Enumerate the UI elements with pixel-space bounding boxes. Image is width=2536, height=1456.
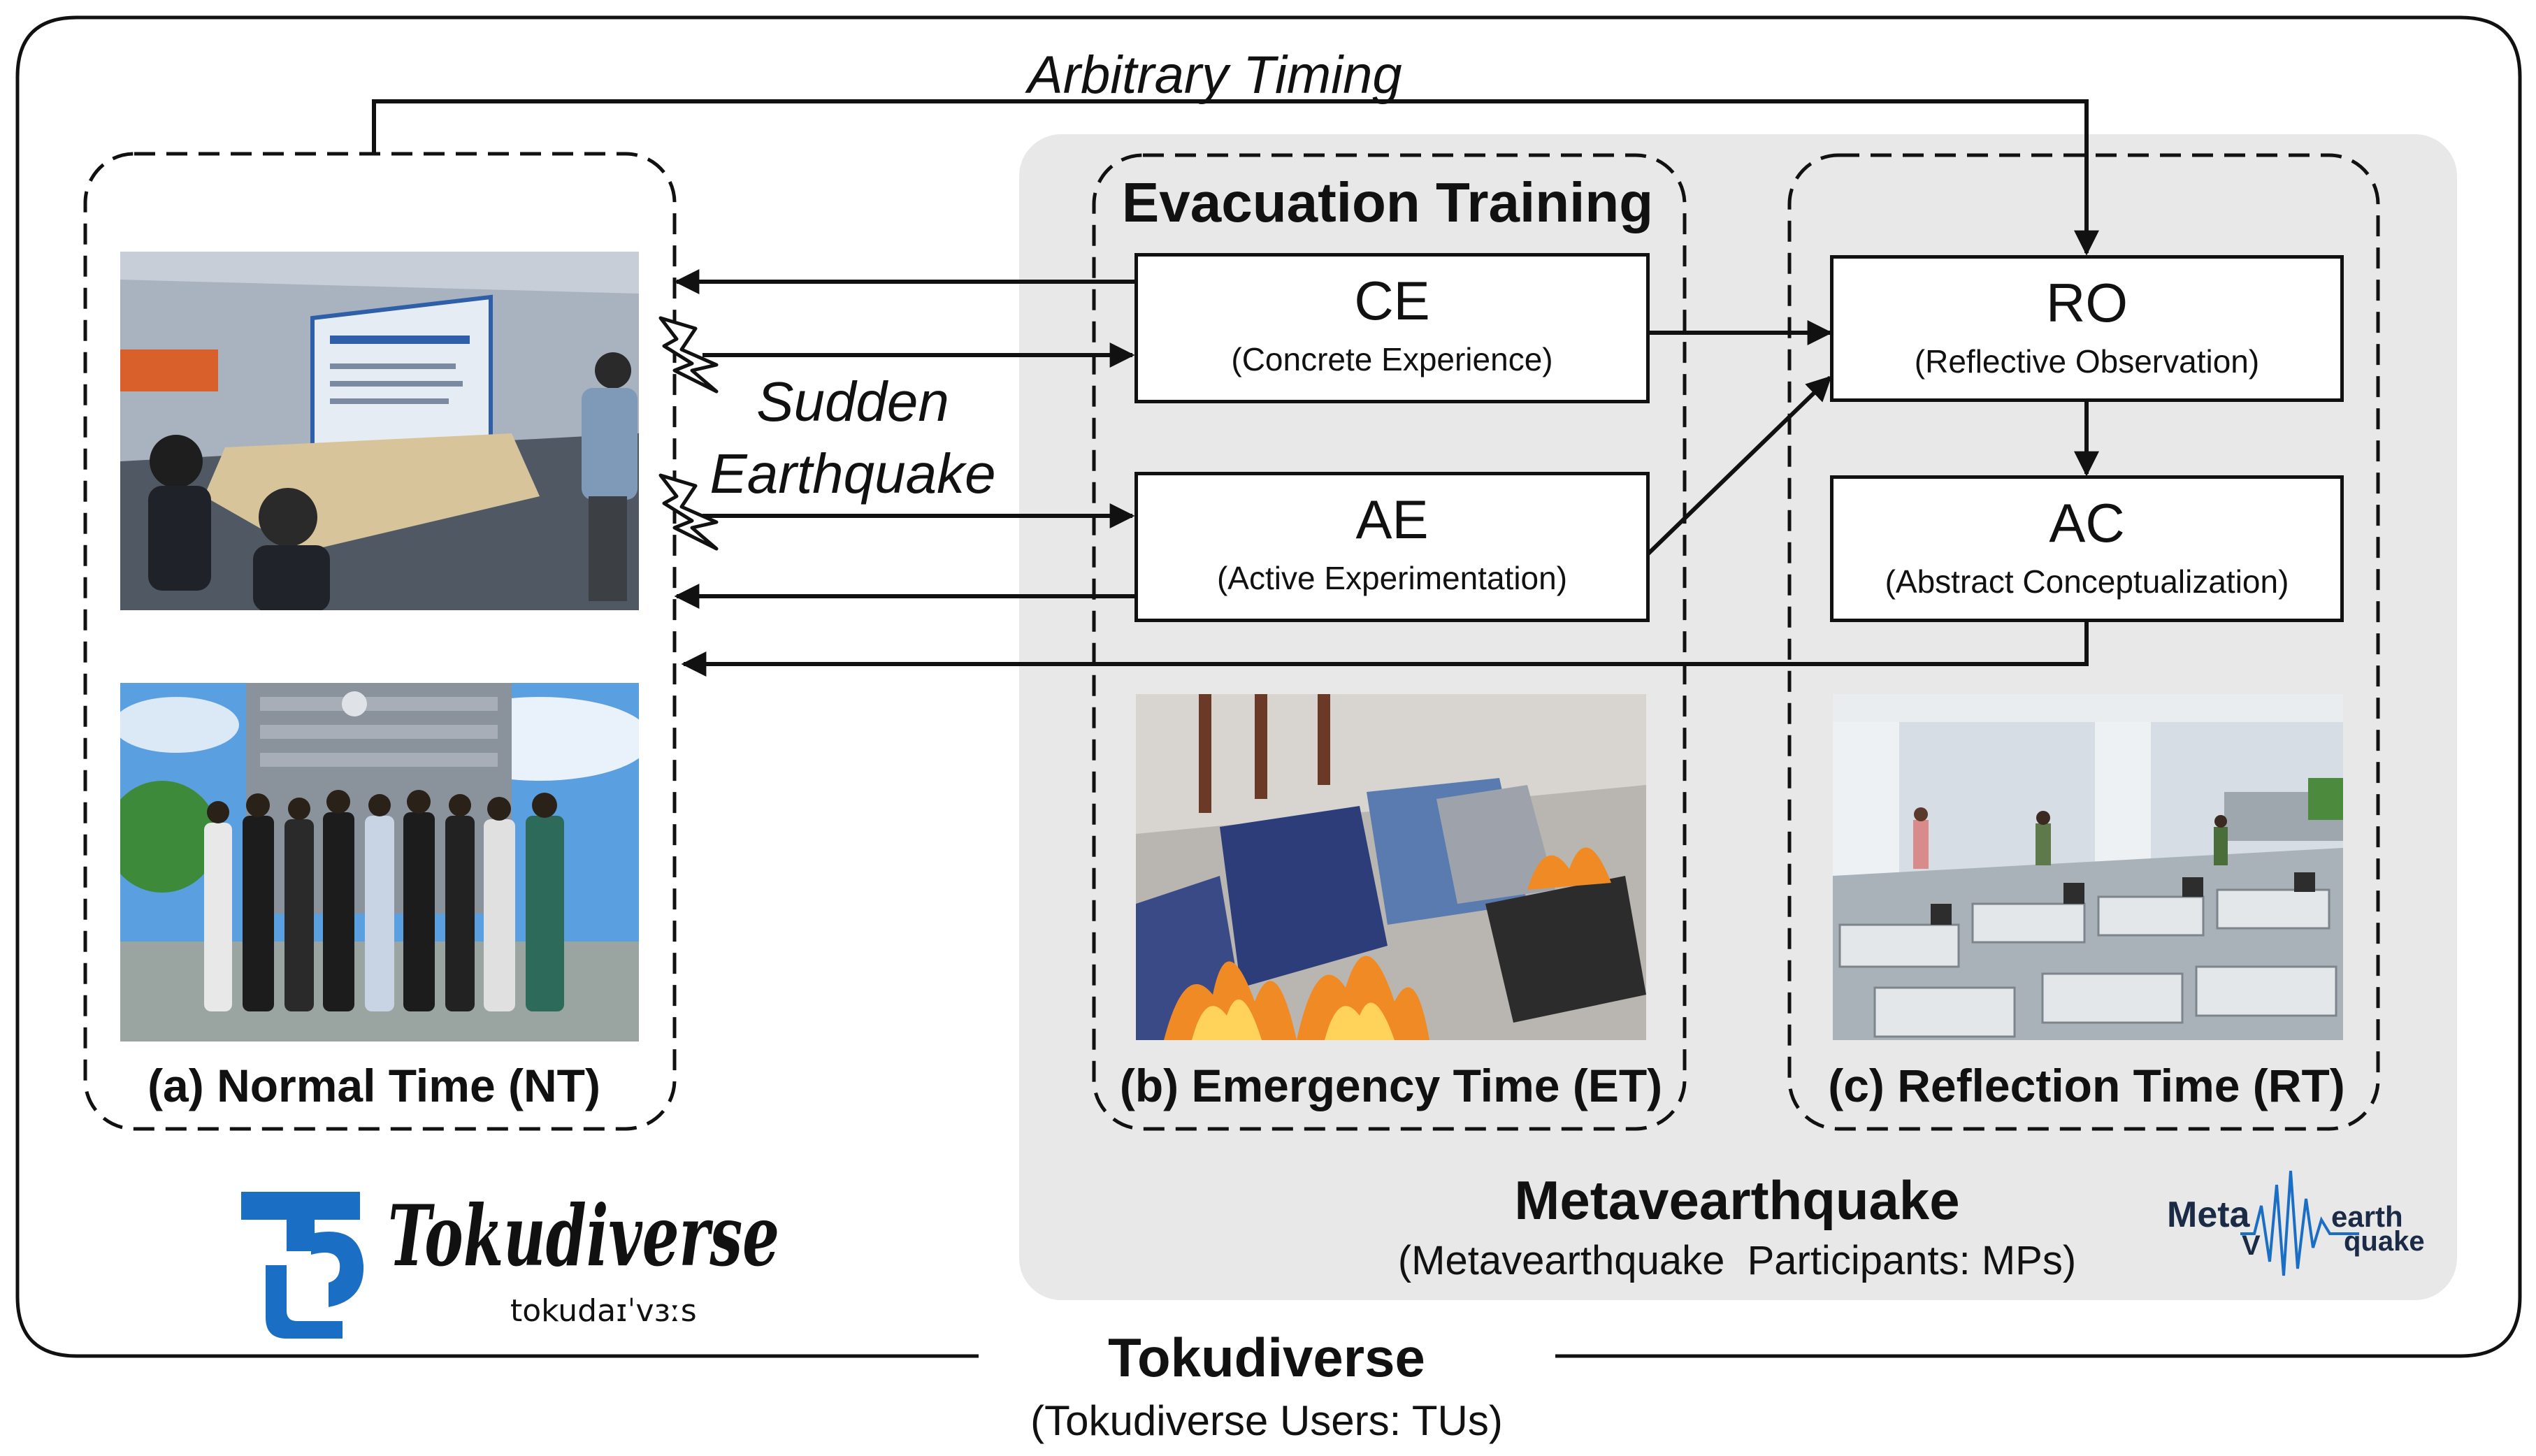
ro-full: (Reflective Observation) (1914, 343, 2260, 380)
logo-earth-word: earth (2331, 1200, 2403, 1233)
logo-quake-word: quake (2344, 1226, 2425, 1257)
evacuation-training-title: Evacuation Training (1121, 171, 1654, 233)
ac-box: AC (Abstract Conceptualization) (1830, 475, 2344, 622)
arrow-ae-to-ro (1644, 375, 1832, 558)
logo-meta-word: Meta (2167, 1195, 2251, 1235)
nt-classroom-image (120, 252, 639, 610)
ac-full: (Abstract Conceptualization) (1885, 563, 2289, 600)
lightning-icon-lower (658, 473, 719, 551)
arbitrary-timing-arrow (372, 99, 2099, 256)
ae-full: (Active Experimentation) (1216, 560, 1568, 596)
nt-group-image (120, 683, 639, 1041)
ce-full: (Concrete Experience) (1231, 341, 1553, 377)
arrow-ac-to-nt (681, 622, 2089, 677)
metavearthquake-logo: Meta V earth quake (2163, 1157, 2440, 1283)
ro-abbr: RO (2046, 272, 2128, 333)
ac-abbr: AC (2049, 492, 2125, 554)
et-fire-image (1136, 694, 1646, 1040)
lightning-icon-upper (658, 316, 719, 394)
metavearthquake-subtitle: (Metavearthquake Participants: MPs) (1397, 1238, 2077, 1283)
tokudiverse-logo: Tokudiverse tokudaɪˈvɜːs (238, 1181, 797, 1339)
logo-tokudiverse-phonetic: tokudaɪˈvɜːs (510, 1293, 697, 1329)
logo-tokudiverse-word: Tokudiverse (388, 1187, 779, 1285)
metavearthquake-title: Metavearthquake (1514, 1169, 1960, 1231)
ae-box: AE (Active Experimentation) (1134, 472, 1650, 622)
panel-et-frame (1092, 153, 1687, 1131)
ae-abbr: AE (1355, 489, 1429, 550)
tokudiverse-frame (15, 15, 2522, 1358)
tu-mark-icon (241, 1192, 360, 1251)
tokudiverse-subtitle: (Tokudiverse Users: TUs) (1030, 1397, 1503, 1444)
panel-nt-caption: (a) Normal Time (NT) (147, 1060, 600, 1111)
sudden-label: Sudden (756, 370, 949, 433)
seismograph-wave-icon (2240, 1170, 2359, 1276)
ce-box: CE (Concrete Experience) (1134, 253, 1650, 403)
logo-v-letter: V (2242, 1230, 2261, 1261)
arbitrary-timing-label: Arbitrary Timing (1028, 45, 1402, 105)
panel-rt-frame (1787, 153, 2380, 1131)
panel-et-caption: (b) Emergency Time (ET) (1119, 1060, 1663, 1111)
ro-box: RO (Reflective Observation) (1830, 255, 2344, 402)
rt-office-image (1833, 694, 2343, 1040)
tokudiverse-title: Tokudiverse (1108, 1327, 1425, 1388)
panel-rt-caption: (c) Reflection Time (RT) (1828, 1060, 2345, 1111)
earthquake-label: Earthquake (709, 442, 996, 505)
panel-nt-frame (83, 152, 677, 1131)
ce-abbr: CE (1354, 270, 1430, 331)
